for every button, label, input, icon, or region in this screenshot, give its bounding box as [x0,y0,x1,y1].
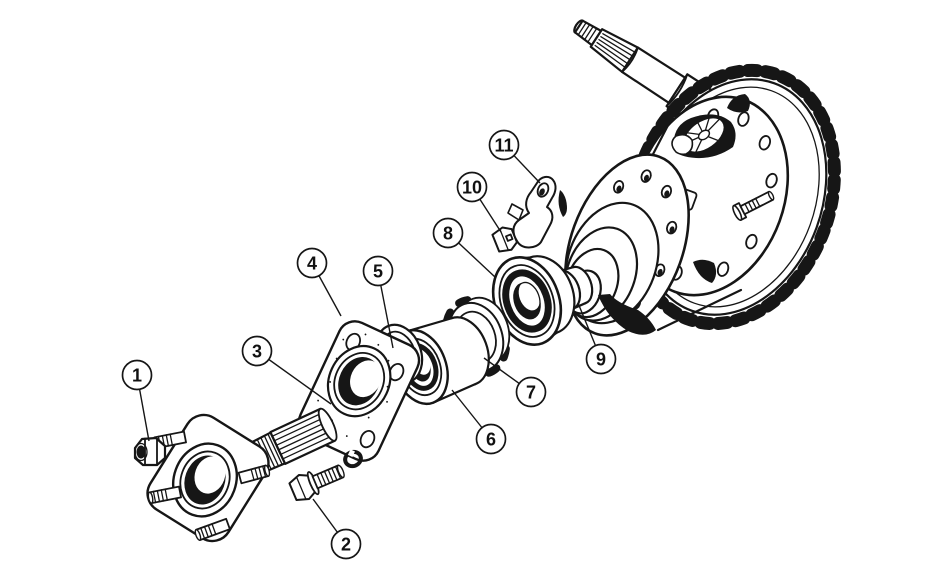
callout-circle-4 [296,247,328,279]
shadow-hub-left [558,190,567,217]
cross-pin-bolt [732,190,775,221]
drive-flange-shaft [146,407,338,543]
callout-circle-3 [241,335,273,367]
callout-number-7: 7 [526,382,536,402]
callout-circle-11 [488,129,520,161]
callout-number-9: 9 [596,349,606,369]
callout-layer: 1 2 3 4 5 6 7 8 9 10 11 [121,129,617,560]
callout-circle-1 [121,359,153,391]
callout-7-lock-ring: 7 [515,376,547,408]
callout-5-oil-seal: 5 [362,255,394,287]
callout-number-3: 3 [252,341,262,361]
callout-circle-5 [362,255,394,287]
callout-number-10: 10 [462,177,482,197]
differential-assembly [558,19,841,337]
callout-circle-8 [432,217,464,249]
wheel-studs [147,430,271,542]
case-body-top-line [648,104,680,162]
callout-10-lock-bolt: 10 [456,171,488,203]
callout-number-6: 6 [486,429,496,449]
flange-nut [133,436,167,467]
pinion-shaft [573,19,726,132]
callout-number-1: 1 [132,365,142,385]
callout-9-spacer-collar: 9 [585,343,617,375]
case-body-bottom-line [656,288,743,332]
callout-4-bearing-retainer-plate: 4 [296,247,328,279]
lock-tab [507,175,557,249]
callout-circle-2 [330,528,362,560]
callout-number-4: 4 [307,253,317,273]
callout-11-lock-tab: 11 [488,129,520,161]
shadow-case-top [727,94,750,113]
callout-number-5: 5 [373,261,383,281]
callout-circle-9 [585,343,617,375]
bevel-gear-small [671,133,694,156]
callout-number-11: 11 [494,135,513,155]
plate-stipple [317,333,390,437]
callout-number-8: 8 [443,223,453,243]
callout-6-bearing-housing: 6 [475,423,507,455]
shadow-hub-bottom [598,294,656,335]
snap-ring [343,449,363,469]
callout-8-ball-bearing: 8 [432,217,464,249]
callout-1-flange-nut: 1 [121,359,153,391]
callout-2-flange-bolt: 2 [330,528,362,560]
callout-circle-7 [515,376,547,408]
callout-number-2: 2 [341,534,351,554]
flange-bolt [288,464,345,501]
callout-circle-10 [456,171,488,203]
callout-3-drive-flange-shaft: 3 [241,335,273,367]
ball-bearing [491,255,576,346]
shadow-case-bottom [693,259,717,283]
callout-circle-6 [475,423,507,455]
